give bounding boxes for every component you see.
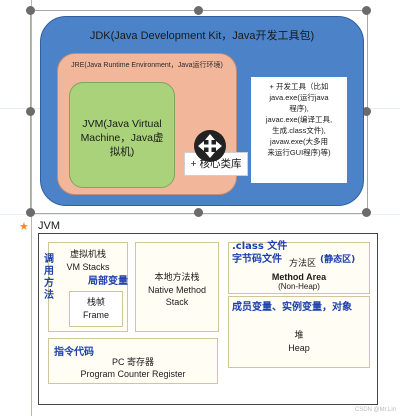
resize-handle-bottom-left[interactable] xyxy=(26,208,35,217)
native-en-line: Stack xyxy=(165,297,189,307)
handwritten-note-class-file: .class 文件 xyxy=(232,241,288,252)
resize-handle-bottom-right[interactable] xyxy=(362,208,371,217)
resize-handle-top[interactable] xyxy=(194,6,203,15)
handwritten-note-instruction-code: 指令代码 xyxy=(54,347,94,358)
tools-line: + 开发工具（比如 xyxy=(269,82,329,91)
vm-stacks-cn: 虚拟机栈 xyxy=(69,249,106,259)
jdk-box[interactable]: JDK(Java Development Kit，Java开发工具包) JRE(… xyxy=(40,16,364,206)
jvm-section-label: JVM xyxy=(38,220,60,232)
method-area-box: 方法区 Method Area (Non-Heap) xyxy=(228,242,370,294)
jre-title: JRE(Java Runtime Environment，Java运行环境) xyxy=(71,62,223,69)
star-icon: ★ xyxy=(19,221,29,233)
method-area-cn: 方法区 xyxy=(289,258,317,268)
heap-box: 堆 Heap xyxy=(228,296,370,368)
pc-register-box: PC 寄存器 Program Counter Register xyxy=(48,338,218,384)
resize-handle-left[interactable] xyxy=(26,107,35,116)
frame-cn: 栈帧 xyxy=(86,297,105,307)
pc-register-cn: PC 寄存器 xyxy=(111,357,154,367)
note-char: 调 xyxy=(44,254,54,265)
note-char: 用 xyxy=(44,266,54,277)
jdk-title: JDK(Java Development Kit，Java开发工具包) xyxy=(89,30,315,42)
watermark: CSDN @Mr.Lin xyxy=(354,407,396,413)
tools-line: java.exe(运行java xyxy=(269,93,329,102)
handwritten-note-call-method: 调 用 方 法 xyxy=(44,254,56,302)
resize-handle-top-left[interactable] xyxy=(26,6,35,15)
tools-line: javac.exe(编译工具, xyxy=(265,115,333,124)
tools-line: 程序), xyxy=(289,104,309,113)
jvm-box-title: JVM(Java Virtual Machine，Java虚拟机) xyxy=(80,118,164,158)
jvm-runtime-area: 虚拟机栈 VM Stacks 栈帧 Frame 本地方法栈 Native Met… xyxy=(38,233,378,405)
native-cn: 本地方法栈 xyxy=(154,272,200,282)
resize-handle-top-right[interactable] xyxy=(362,6,371,15)
tools-line: 生成.class文件), xyxy=(272,126,326,135)
vm-stacks-box: 虚拟机栈 VM Stacks 栈帧 Frame xyxy=(48,242,128,332)
heap-cn: 堆 xyxy=(294,330,304,340)
vm-stacks-en: VM Stacks xyxy=(66,262,110,272)
resize-handle-right[interactable] xyxy=(362,107,371,116)
heap-en: Heap xyxy=(288,343,310,353)
handwritten-note-heap-contents: 成员变量、实例变量，对象 xyxy=(232,302,352,313)
dev-tools-box: + 开发工具（比如 java.exe(运行java 程序), javac.exe… xyxy=(251,77,347,183)
pc-register-en: Program Counter Register xyxy=(80,369,186,379)
jre-box: JRE(Java Runtime Environment，Java运行环境) J… xyxy=(57,53,248,195)
handwritten-note-local-variables: 局部变量 xyxy=(88,276,128,287)
tools-line: 来运行GUI程序)等) xyxy=(267,148,331,157)
native-method-stack-box: 本地方法栈 Native Method Stack xyxy=(135,242,219,332)
tools-line: javaw.exe(大多用 xyxy=(270,137,328,146)
move-cursor-icon xyxy=(194,130,226,162)
native-en-line: Native Method xyxy=(147,285,207,295)
note-char: 法 xyxy=(44,290,54,301)
method-area-en: Method Area xyxy=(271,272,327,282)
frame-box: 栈帧 Frame xyxy=(69,291,123,327)
handwritten-note-bytecode: 字节码文件 xyxy=(232,254,282,265)
method-area-note: (Non-Heap) xyxy=(278,282,320,291)
jvm-box: JVM(Java Virtual Machine，Java虚拟机) xyxy=(69,82,175,188)
note-char: 方 xyxy=(44,278,54,289)
handwritten-note-static-area: (静态区) xyxy=(320,255,356,265)
resize-handle-bottom[interactable] xyxy=(194,208,203,217)
frame-en: Frame xyxy=(82,310,109,320)
